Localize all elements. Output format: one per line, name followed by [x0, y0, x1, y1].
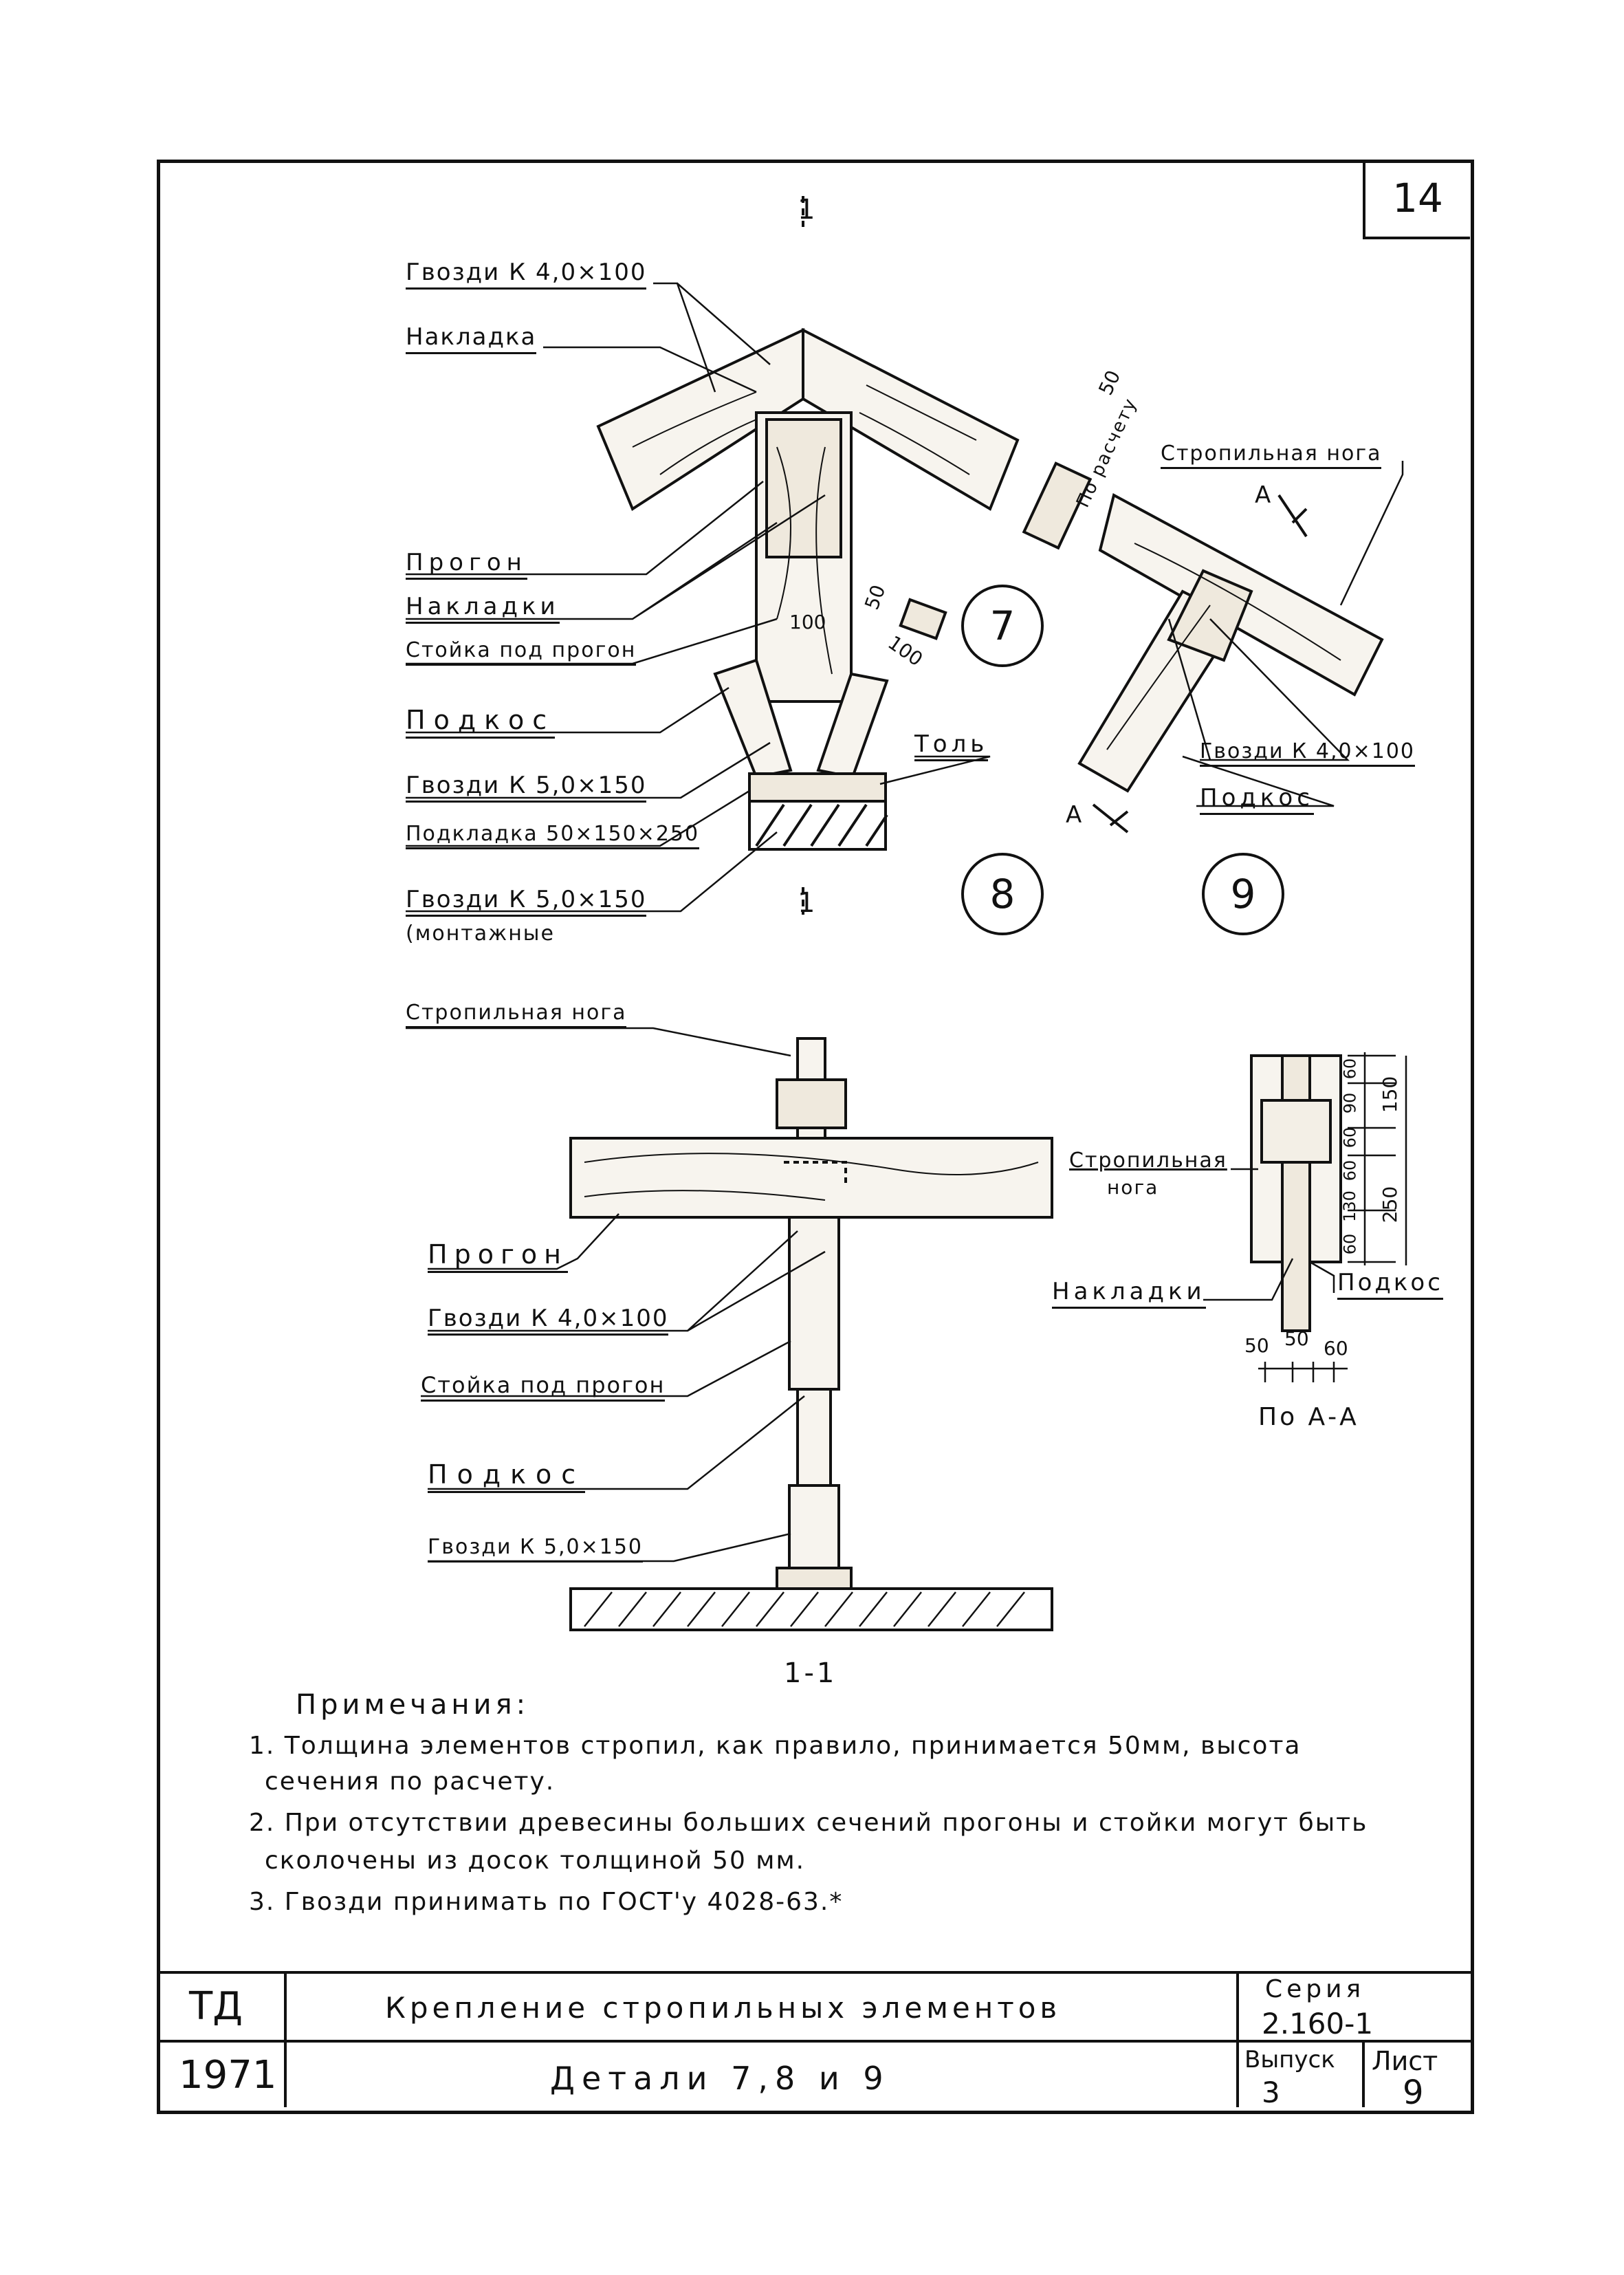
aa-rafter-label-1: Стропильная [1069, 1149, 1227, 1173]
tb-series-label: Серия [1265, 1975, 1365, 2003]
ridge-rafter-right [802, 327, 1020, 511]
note-3: 3. Гвозди принимать по ГОСТ'у 4028-63.* [249, 1888, 844, 1916]
s11-post-lower [796, 1388, 832, 1487]
aa-dim-b50b: 50 [1284, 1327, 1309, 1350]
d7-post-label: Стойка под прогон [406, 638, 637, 666]
section-mark-1-1: 1-1 [784, 1657, 837, 1689]
d9-aa-mark-top [1277, 494, 1308, 538]
aa-dim-60d: 60 [1340, 1233, 1360, 1255]
d7-overlay-label: Накладка [406, 323, 537, 354]
aa-dim-130: 130 [1339, 1190, 1359, 1222]
note-2b: сколочены из досок толщиной 50 мм. [265, 1847, 806, 1875]
d9-strut-label: Подкос [1200, 784, 1314, 815]
d9-a-mark-bottom: A [1066, 801, 1084, 829]
s11-purlin [569, 1137, 1053, 1219]
aa-rafter-label-2: нога [1107, 1176, 1159, 1199]
aa-dim-250: 250 [1379, 1186, 1402, 1223]
s11-strut-label: Подкос [428, 1459, 586, 1493]
aa-overlays-label: Накладки [1052, 1278, 1206, 1309]
aa-dim-90: 90 [1340, 1092, 1360, 1114]
aa-rafter [1281, 1054, 1311, 1332]
sheet-number: 14 [1363, 160, 1470, 239]
aa-strut-label: Подкос [1337, 1269, 1443, 1300]
d9-a-mark-top: A [1255, 481, 1273, 509]
aa-dim-60a: 60 [1340, 1058, 1360, 1080]
s11-rafter-label: Стропильная нога [406, 1001, 627, 1028]
d7-nails-mount-label: Гвозди К 5,0×150 [406, 886, 647, 917]
drawing-frame [157, 160, 1474, 2114]
d7-pad-label: Подкладка 50×150×250 [406, 822, 700, 849]
tb-issue-value: 3 [1262, 2076, 1280, 2109]
d7-overlays-label: Накладки [406, 593, 560, 624]
s11-foundation [569, 1587, 1053, 1631]
note-2a: 2. При отсутствии древесины больших сече… [249, 1809, 1368, 1837]
note-1a: 1. Толщина элементов стропил, как правил… [249, 1732, 1302, 1760]
d9-aa-mark-bottom [1092, 803, 1129, 834]
s11-post-label: Стойка под прогон [421, 1372, 666, 1402]
d9-nails-label: Гвозди К 4,0×100 [1200, 739, 1416, 767]
d7-roofing-label: Толь [914, 730, 989, 761]
s11-purlin-label: Прогон [428, 1239, 569, 1273]
tb-sheet-label: Лист [1372, 2046, 1438, 2076]
section-mark-bottom-d7: 1 [798, 887, 818, 919]
s11-overlay-top [776, 1078, 847, 1129]
detail-9-marker: 9 [1202, 853, 1284, 935]
aa-dim-60b: 60 [1340, 1126, 1360, 1149]
s11-nails1-label: Гвозди К 4,0×100 [428, 1305, 669, 1336]
s11-hatch [584, 1591, 1025, 1627]
d7-small-section [899, 598, 947, 640]
d9-section-small [1022, 461, 1093, 550]
tb-sheet-value: 9 [1403, 2073, 1424, 2112]
d7-nails-mid-label: Гвозди К 5,0×150 [406, 772, 647, 803]
d7-nails-top-label: Гвозди К 4,0×100 [406, 259, 647, 290]
s11-post-upper [788, 1216, 840, 1391]
s11-pad [776, 1567, 853, 1590]
d7-dim-100a: 100 [789, 611, 826, 633]
tb-title-1: Крепление стропильных элементов [385, 1991, 1062, 2025]
aa-dim-b50a: 50 [1244, 1334, 1269, 1357]
note-1b: сечения по расчету. [265, 1767, 556, 1796]
d9-rafter-label: Стропильная нога [1161, 442, 1382, 469]
aa-overlay [1260, 1099, 1332, 1164]
s11-post-base [788, 1484, 840, 1569]
ridge-pad [748, 772, 887, 803]
d7-purlin-label: Прогон [406, 549, 527, 580]
base-hatch [755, 803, 888, 847]
detail-7-marker: 7 [961, 585, 1044, 667]
tb-series-value: 2.160-1 [1262, 2007, 1374, 2040]
aa-dim-60c: 60 [1340, 1160, 1360, 1182]
notes-title: Примечания: [296, 1689, 530, 1721]
tb-title-2: Детали 7,8 и 9 [550, 2060, 890, 2097]
detail-8-marker: 8 [961, 853, 1044, 935]
s11-nails2-label: Гвозди К 5,0×150 [428, 1535, 644, 1563]
section-mark-top: 1 [798, 194, 818, 226]
aa-dim-b60: 60 [1324, 1337, 1348, 1360]
d7-strut-label: Подкос [406, 705, 556, 739]
ridge-strut-left [713, 658, 793, 779]
tb-org: ТД [189, 1984, 243, 2029]
tb-issue-label: Выпуск [1244, 2046, 1335, 2073]
tb-year: 1971 [179, 2053, 277, 2098]
aa-dim-150: 150 [1379, 1076, 1402, 1113]
ridge-post-overlay [765, 418, 842, 558]
section-mark-aa: По А-А [1258, 1403, 1359, 1431]
d7-mount-note: (монтажные [406, 922, 555, 946]
